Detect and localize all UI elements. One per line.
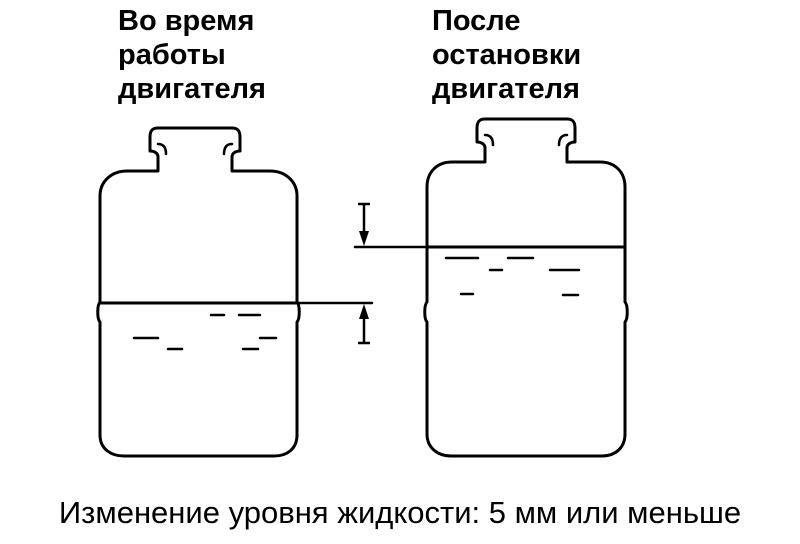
label-line: После bbox=[432, 5, 521, 37]
fluid-level-caption: Изменение уровня жидкости: 5 мм или мень… bbox=[58, 495, 742, 530]
label-line: двигателя bbox=[118, 73, 266, 105]
reservoir-outline bbox=[96, 126, 301, 458]
arrow-down-icon bbox=[359, 231, 369, 246]
label-line: работы bbox=[118, 39, 226, 71]
cap-detail bbox=[156, 142, 234, 156]
label-line: остановки bbox=[432, 39, 582, 71]
cap-detail bbox=[483, 133, 569, 147]
reservoir-after-stop bbox=[353, 117, 629, 458]
reservoir-outline bbox=[423, 117, 629, 458]
label-line: двигателя bbox=[432, 73, 580, 105]
label-after-stop: После остановки двигателя bbox=[432, 4, 581, 106]
level-difference-dimension bbox=[358, 202, 370, 345]
label-during-operation: Во время работы двигателя bbox=[118, 4, 266, 106]
label-line: Во время bbox=[118, 5, 255, 37]
reservoir-during-operation bbox=[96, 126, 374, 458]
arrow-up-icon bbox=[359, 304, 369, 319]
